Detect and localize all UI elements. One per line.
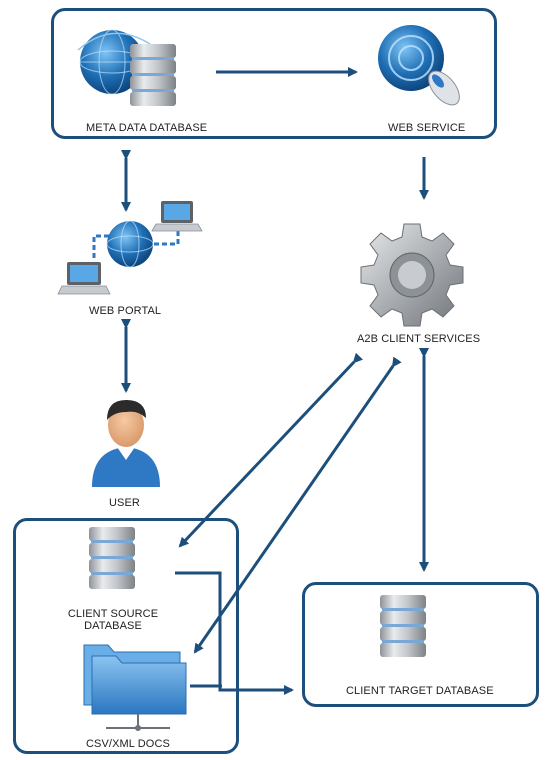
user-icon bbox=[92, 400, 160, 487]
label-client-source-database: CLIENT SOURCE DATABASE bbox=[58, 608, 168, 632]
label-meta-data-database: META DATA DATABASE bbox=[86, 122, 208, 134]
database-icon bbox=[380, 595, 426, 657]
arrow-a2b-csv bbox=[193, 356, 402, 654]
globe-icon bbox=[106, 220, 154, 268]
label-web-portal: WEB PORTAL bbox=[89, 305, 162, 317]
database-icon bbox=[89, 527, 135, 589]
label-csv-xml-docs: CSV/XML DOCS bbox=[86, 738, 170, 750]
arrow-a2b-source-db bbox=[178, 352, 364, 548]
label-client-source-line2: DATABASE bbox=[84, 620, 142, 632]
label-web-service: WEB SERVICE bbox=[388, 122, 466, 134]
label-client-source-line1: CLIENT SOURCE bbox=[67, 608, 159, 620]
laptop-icon bbox=[57, 262, 111, 295]
web-portal-icon bbox=[57, 201, 203, 295]
label-a2b-client-services: A2B CLIENT SERVICES bbox=[357, 333, 481, 345]
label-user: USER bbox=[109, 497, 140, 509]
laptop-icon bbox=[151, 201, 203, 232]
meta-data-database-icon bbox=[77, 29, 176, 106]
web-service-globe-mouse-icon bbox=[378, 25, 460, 106]
label-client-target-database: CLIENT TARGET DATABASE bbox=[346, 685, 494, 697]
database-icon bbox=[130, 44, 176, 106]
connector-arrows bbox=[121, 67, 429, 695]
arrow-source-to-target bbox=[175, 571, 294, 695]
folder-icon bbox=[83, 644, 187, 731]
top-system-box bbox=[51, 8, 497, 139]
gear-icon bbox=[360, 223, 464, 327]
